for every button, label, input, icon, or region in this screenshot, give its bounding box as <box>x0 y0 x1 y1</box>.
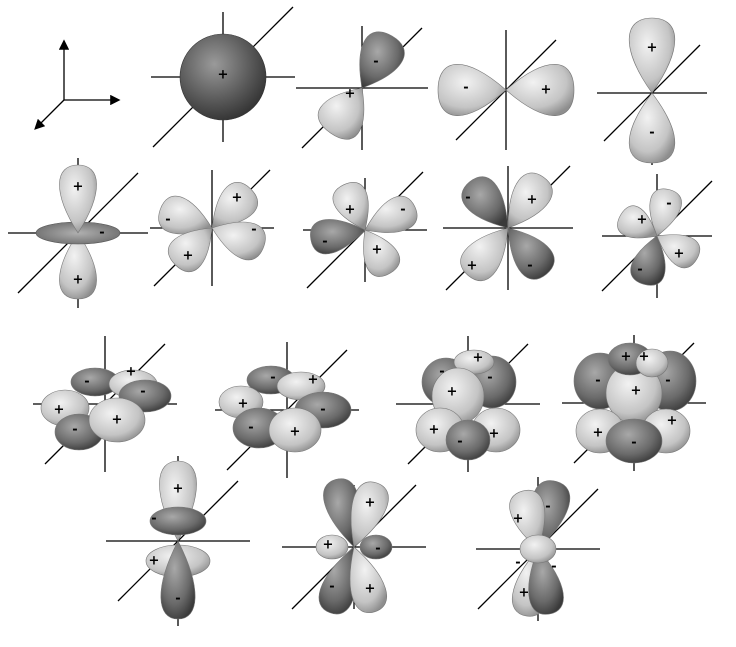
plus-sign: + <box>541 83 552 98</box>
f-orbital-3: +++-+-- <box>396 336 540 472</box>
minus-sign: - <box>595 374 600 389</box>
minus-sign: - <box>465 191 470 206</box>
plus-sign: + <box>308 373 319 388</box>
minus-sign: - <box>320 403 325 418</box>
plus-sign: + <box>639 350 650 365</box>
minus-sign: - <box>251 223 256 238</box>
minus-sign: - <box>322 235 327 250</box>
plus-sign: + <box>73 180 84 195</box>
positive-lobe <box>438 64 506 115</box>
minus-sign: - <box>487 371 492 386</box>
minus-sign: - <box>515 556 520 571</box>
plus-sign: + <box>73 273 84 288</box>
minus-sign: - <box>248 421 253 436</box>
p-orbital-3: +- <box>597 18 707 165</box>
d-orbital-5: - + - + <box>602 174 712 298</box>
plus-sign: + <box>149 554 160 569</box>
minus-sign: - <box>373 55 378 70</box>
positive-lobe <box>629 18 675 93</box>
plus-sign: + <box>290 425 301 440</box>
positive-lobe <box>212 222 265 260</box>
minus-sign: - <box>99 226 104 241</box>
plus-sign: + <box>323 538 334 553</box>
plus-sign: + <box>173 482 184 497</box>
minus-sign: - <box>400 203 405 218</box>
plus-sign: + <box>429 423 440 438</box>
minus-sign: - <box>175 592 180 607</box>
minus-sign: - <box>165 213 170 228</box>
d-orbital-2: + - + - <box>150 170 274 286</box>
d-orbital-4: - + + - <box>443 166 573 290</box>
plus-sign: + <box>183 249 194 264</box>
positive-lobe <box>318 88 364 139</box>
plus-sign: + <box>667 414 678 429</box>
positive-lobe <box>365 196 417 232</box>
coordinate-axes-icon <box>36 42 118 128</box>
minus-sign: - <box>270 371 275 386</box>
f-orbital-7: + - - - + <box>476 477 600 621</box>
minus-sign: - <box>666 197 671 212</box>
p-orbital-1: -+ <box>296 26 428 150</box>
negative-lobe <box>150 507 206 535</box>
minus-sign: - <box>551 560 556 575</box>
plus-sign: + <box>621 350 632 365</box>
s-orbital: + <box>151 7 295 147</box>
f-orbital-4: +-+-+-++ <box>562 335 706 471</box>
plus-sign: + <box>473 351 484 366</box>
plus-sign: + <box>345 203 356 218</box>
plus-sign: + <box>637 213 648 228</box>
f-orbital-6: + + - - + <box>282 479 426 614</box>
plus-sign: + <box>631 384 642 399</box>
minus-sign: - <box>151 512 156 527</box>
plus-sign: + <box>218 68 229 83</box>
plus-sign: + <box>447 385 458 400</box>
minus-sign: - <box>84 375 89 390</box>
plus-sign: + <box>647 41 658 56</box>
minus-sign: - <box>72 423 77 438</box>
minus-sign: - <box>463 81 468 96</box>
minus-sign: - <box>375 542 380 557</box>
f-orbital-5: + - + - <box>106 456 250 626</box>
f-orbital-2: -++--+ <box>215 342 359 478</box>
d-orbital-z2: + - + <box>8 158 148 308</box>
plus-sign: + <box>365 582 376 597</box>
plus-sign: + <box>489 427 500 442</box>
plus-sign: + <box>238 397 249 412</box>
minus-sign: - <box>665 374 670 389</box>
plus-sign: + <box>372 243 383 258</box>
plus-sign: + <box>345 87 356 102</box>
plus-sign: + <box>513 512 524 527</box>
d-orbital-3: + - - + <box>303 172 427 288</box>
minus-sign: - <box>631 436 636 451</box>
plus-sign: + <box>365 496 376 511</box>
minus-sign: - <box>545 500 550 515</box>
plus-sign: + <box>126 365 137 380</box>
p-orbital-2: -+ <box>438 30 574 150</box>
plus-sign: + <box>232 191 243 206</box>
plus-sign: + <box>54 403 65 418</box>
negative-lobe <box>446 420 490 460</box>
plus-sign: + <box>467 259 478 274</box>
minus-sign: - <box>637 263 642 278</box>
negative-lobe <box>360 32 405 88</box>
minus-sign: - <box>329 580 334 595</box>
minus-sign: - <box>527 259 532 274</box>
plus-sign: + <box>674 247 685 262</box>
f-orbital-1: -+-+-+ <box>33 336 177 472</box>
minus-sign: - <box>649 126 654 141</box>
plus-sign: + <box>593 426 604 441</box>
minus-sign: - <box>439 365 444 380</box>
plus-sign: + <box>519 586 530 601</box>
plus-sign: + <box>112 413 123 428</box>
minus-sign: - <box>140 385 145 400</box>
minus-sign: - <box>457 435 462 450</box>
plus-sign: + <box>527 193 538 208</box>
